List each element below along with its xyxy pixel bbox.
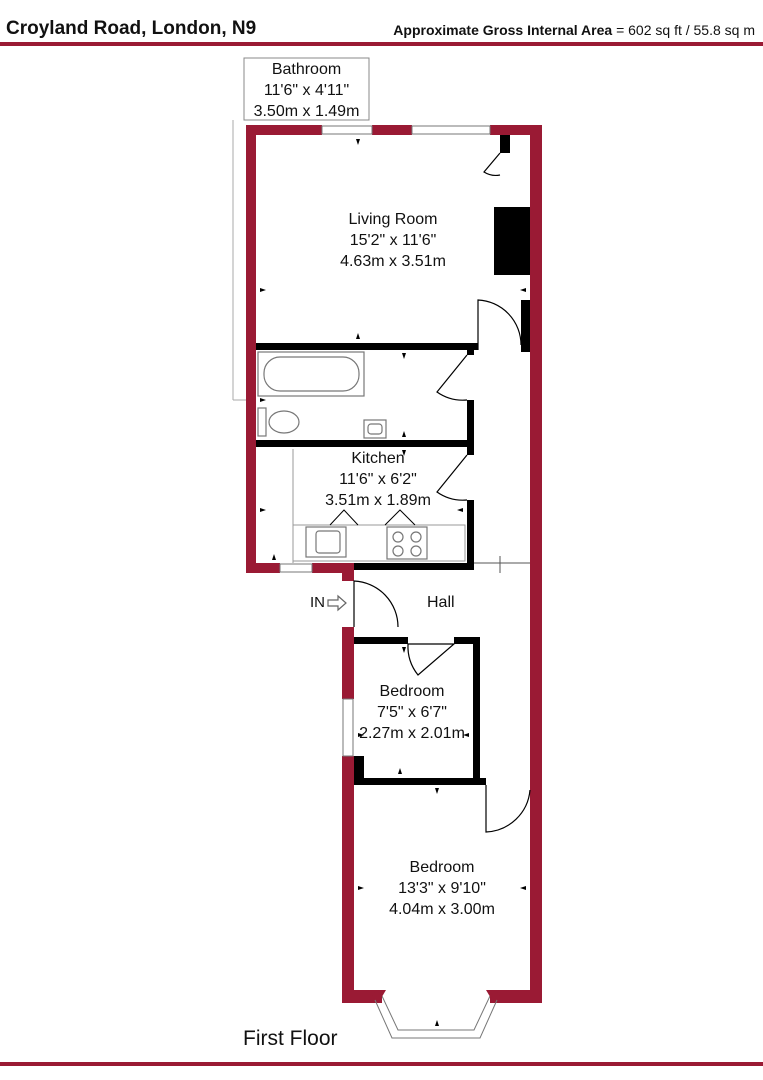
bathroom-metric: 3.50m x 1.49m bbox=[253, 103, 360, 120]
floor-label: First Floor bbox=[243, 1027, 338, 1050]
bedroom-large-imperial: 13'3" x 9'10" bbox=[398, 880, 486, 897]
bedroom-small-name: Bedroom bbox=[379, 683, 445, 700]
measurement-ticks bbox=[260, 139, 526, 1026]
cupboard-doors bbox=[329, 509, 416, 526]
plan-title: Croyland Road, London, N9 bbox=[6, 18, 257, 39]
bedroom-large-metric: 4.04m x 3.00m bbox=[389, 901, 495, 918]
bathroom-name: Bathroom bbox=[271, 61, 342, 78]
bathtub bbox=[257, 351, 365, 397]
kitchen-metric: 3.51m x 1.89m bbox=[325, 492, 431, 509]
hall-threshold bbox=[474, 556, 530, 573]
kitchen-worktop bbox=[292, 449, 466, 563]
kitchen-name: Kitchen bbox=[351, 450, 405, 467]
internal-walls bbox=[256, 135, 530, 785]
external-walls bbox=[246, 125, 542, 1003]
living-room-imperial: 15'2" x 11'6" bbox=[349, 232, 437, 249]
header-divider bbox=[0, 42, 763, 46]
entrance-arrow-icon bbox=[327, 594, 347, 612]
area-value: = 602 sq ft / 55.8 sq m bbox=[612, 22, 755, 38]
bathroom-sink bbox=[363, 419, 387, 439]
living-room-metric: 4.63m x 3.51m bbox=[340, 253, 446, 270]
hob bbox=[386, 526, 428, 560]
kitchen-imperial: 11'6" x 6'2" bbox=[339, 471, 417, 488]
living-room-name: Living Room bbox=[348, 211, 438, 228]
area-label: Approximate Gross Internal Area bbox=[393, 22, 613, 38]
toilet bbox=[257, 407, 300, 437]
bathroom-label-box bbox=[243, 57, 370, 121]
living-room-label: Living Room 15'2" x 11'6" 4.63m x 3.51m bbox=[313, 209, 473, 272]
area-summary: Approximate Gross Internal Area = 602 sq… bbox=[393, 22, 755, 38]
windows bbox=[279, 125, 498, 1039]
hall-label: Hall bbox=[427, 594, 455, 611]
footer-divider bbox=[0, 1062, 763, 1066]
bedroom-large-name: Bedroom bbox=[409, 859, 475, 876]
kitchen-label: Kitchen 11'6" x 6'2" 3.51m x 1.89m bbox=[298, 448, 458, 511]
bedroom-small-metric: 2.27m x 2.01m bbox=[359, 725, 465, 742]
kitchen-sink bbox=[305, 526, 347, 558]
bathroom-label: Bathroom 11'6" x 4'11" 3.50m x 1.49m bbox=[244, 59, 369, 122]
bathroom-imperial: 11'6" x 4'11" bbox=[263, 82, 350, 99]
bedroom-small-imperial: 7'5" x 6'7" bbox=[377, 704, 447, 721]
door-swings bbox=[353, 152, 531, 833]
entrance-label: IN bbox=[310, 594, 325, 611]
bedroom-small-label: Bedroom 7'5" x 6'7" 2.27m x 2.01m bbox=[352, 681, 472, 744]
bedroom-large-label: Bedroom 13'3" x 9'10" 4.04m x 3.00m bbox=[362, 857, 522, 920]
